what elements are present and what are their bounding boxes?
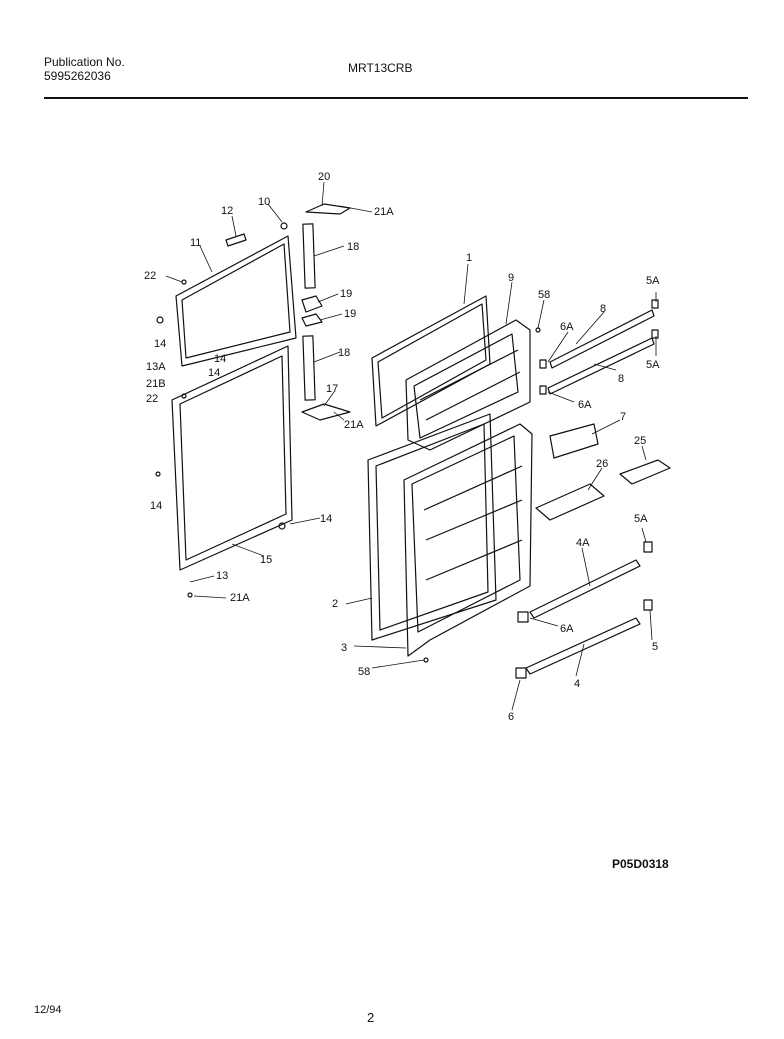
page-number: 2 [367, 1010, 375, 1025]
dairy-door [549, 423, 599, 459]
footer-date: 12/94 [34, 1004, 62, 1016]
egg-tray [535, 483, 605, 521]
callout-10: 10 [258, 196, 270, 208]
callout-12: 12 [221, 205, 233, 217]
callout-18-top: 18 [347, 241, 359, 253]
callout-22-low: 22 [146, 393, 158, 405]
callout-21B: 21B [146, 378, 166, 390]
publication-label: Publication No. [44, 55, 125, 69]
fresh-food-door-panel [367, 413, 497, 641]
callout-21A-top: 21A [374, 206, 394, 218]
callout-14-a: 14 [154, 338, 166, 350]
callout-25: 25 [634, 435, 646, 447]
fresh-food-door-liner [403, 423, 533, 657]
callout-7: 7 [620, 411, 626, 423]
callout-22-top: 22 [144, 270, 156, 282]
callout-4A: 4A [576, 537, 590, 549]
callout-8-top: 8 [600, 303, 606, 315]
leader-lines [165, 181, 657, 711]
callout-19-a: 19 [340, 288, 352, 300]
callout-15: 15 [260, 554, 272, 566]
shelf-rails-upper [547, 309, 655, 395]
freezer-door-liner [405, 319, 531, 451]
callout-6A-top: 6A [560, 321, 574, 333]
callout-9: 9 [508, 272, 514, 284]
header-rule [44, 97, 748, 99]
callout-13: 13 [216, 570, 228, 582]
callout-2: 2 [332, 598, 338, 610]
publication-number: 5995262036 [44, 69, 111, 83]
callout-5A-mid: 5A [646, 359, 660, 371]
callout-14-e: 14 [320, 513, 332, 525]
shelf-rails-lower [525, 559, 641, 675]
fasteners [155, 222, 541, 663]
callout-6A-low: 6A [560, 623, 574, 635]
callout-4: 4 [574, 678, 580, 690]
model-number: MRT13CRB [348, 61, 413, 75]
callout-5A-top: 5A [646, 275, 660, 287]
callout-17: 17 [326, 383, 338, 395]
callout-20: 20 [318, 171, 330, 183]
callout-19-b: 19 [344, 308, 356, 320]
butter-dish [619, 459, 671, 485]
callout-58-top: 58 [538, 289, 550, 301]
callout-3: 3 [341, 642, 347, 654]
freezer-door-panel [371, 295, 491, 427]
freezer-door-gasket [175, 235, 297, 367]
callout-21A-low: 21A [230, 592, 250, 604]
callout-8-low: 8 [618, 373, 624, 385]
callout-14-d: 14 [150, 500, 162, 512]
callout-14-b: 14 [214, 353, 226, 365]
callout-6: 6 [508, 711, 514, 723]
callout-18-low: 18 [338, 347, 350, 359]
callout-1: 1 [466, 252, 472, 264]
freezer-handle-trim [225, 233, 247, 247]
callout-21A-mid: 21A [344, 419, 364, 431]
callout-labels: 1 9 58 8 5A 5A 6A 8 6A 7 25 26 5A 4A 6A … [144, 171, 660, 723]
figure-code: P05D0318 [612, 857, 669, 871]
callout-6A-mid: 6A [578, 399, 592, 411]
callout-11: 11 [190, 237, 201, 249]
rail-end-caps [515, 299, 659, 679]
callout-14-c: 14 [208, 367, 220, 379]
callout-26: 26 [596, 458, 608, 470]
callout-5: 5 [652, 641, 658, 653]
callout-58-low: 58 [358, 666, 370, 678]
callout-5A-low: 5A [634, 513, 648, 525]
callout-13A: 13A [146, 361, 166, 373]
fresh-food-door-gasket [171, 345, 293, 571]
